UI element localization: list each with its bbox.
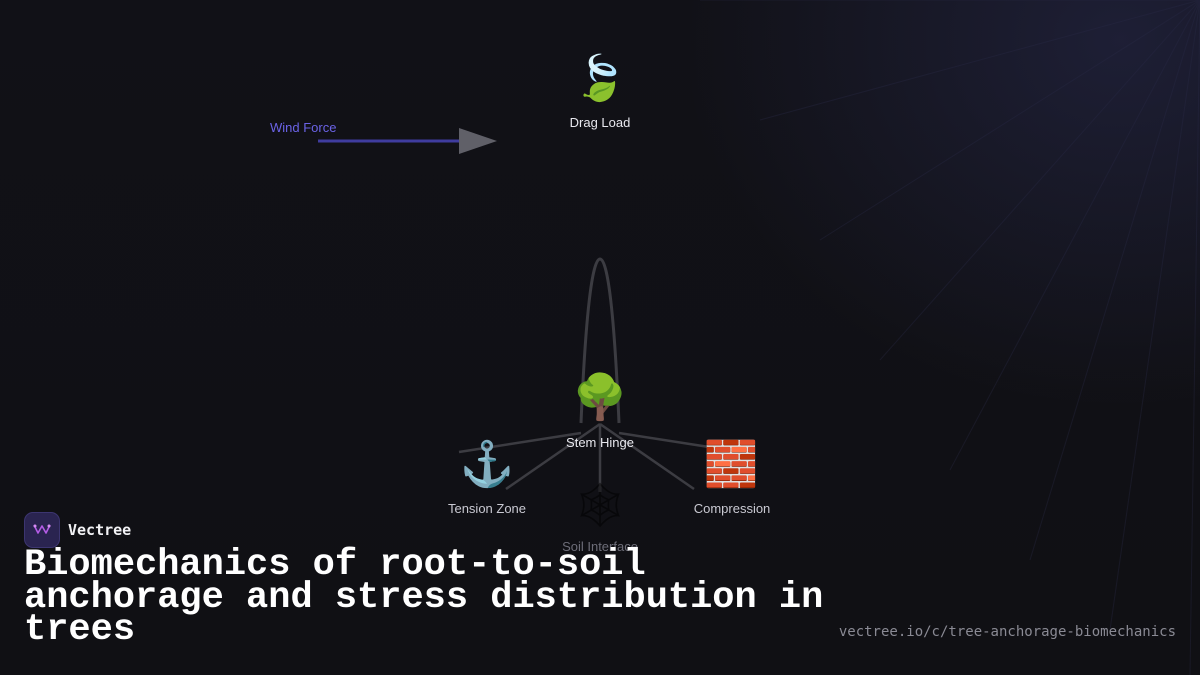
vectree-logo-icon (24, 512, 60, 548)
spider-web-icon: 🕸 (572, 481, 628, 530)
page-title: Biomechanics of root-to-soil anchorage a… (24, 544, 824, 651)
edge-hinge-left-root (505, 422, 601, 491)
brick-icon: 🧱 (703, 440, 759, 489)
node-label-soil-interface: Soil Interface (562, 539, 638, 554)
brand: Vectree (24, 512, 131, 548)
stem-outline (579, 257, 621, 424)
source-url[interactable]: vectree.io/c/tree-anchorage-biomechanics (838, 624, 1176, 640)
node-label-tension-zone: Tension Zone (447, 501, 527, 516)
wind-force-arrowhead (459, 128, 497, 154)
node-label-stem-hinge: Stem Hinge (566, 435, 634, 450)
wind-force-label: Wind Force (270, 120, 337, 135)
node-label-drag-load: Drag Load (569, 115, 631, 130)
edge-stem-tension (458, 431, 582, 454)
anchor-icon: ⚓ (459, 440, 515, 489)
edge-stem-compression (618, 431, 710, 449)
tree-icon: 🌳 (572, 373, 628, 422)
node-label-compression: Compression (693, 501, 771, 516)
leaf-wind-icon: 🍃 (572, 54, 628, 103)
edge-hinge-right-root (599, 422, 695, 491)
brand-name: Vectree (68, 521, 132, 539)
